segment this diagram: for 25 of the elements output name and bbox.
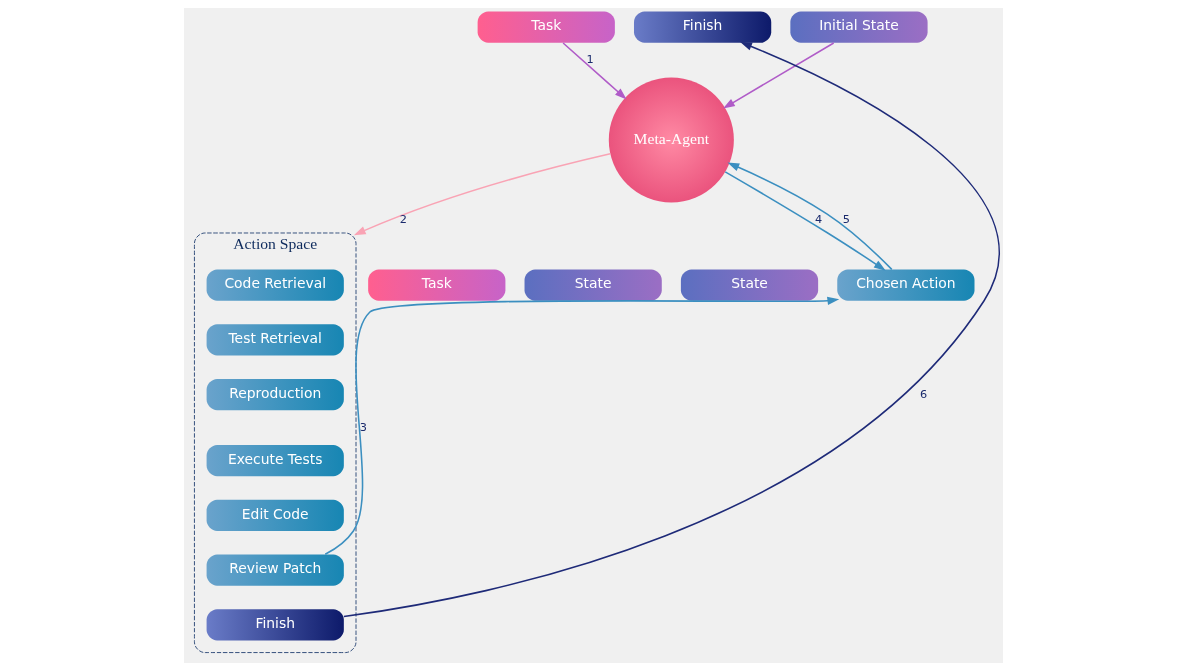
node-box: Task xyxy=(477,11,615,43)
node-box: Edit Code xyxy=(206,499,344,531)
edge-label: 1 xyxy=(586,53,594,67)
arrow xyxy=(324,296,840,555)
arrow xyxy=(343,41,1000,618)
node-box: Initial State xyxy=(790,11,928,43)
node-box: Code Retrieval xyxy=(206,269,344,301)
arrow xyxy=(562,42,627,100)
node-box: Task xyxy=(368,269,506,301)
edge-label: 2 xyxy=(399,212,407,226)
node-box: State xyxy=(680,269,819,301)
edge-label: 5 xyxy=(842,212,850,226)
node-box: Review Patch xyxy=(206,554,344,586)
edge-label: 6 xyxy=(920,387,928,401)
node-box: Execute Tests xyxy=(206,444,344,477)
edge-label: 4 xyxy=(814,212,823,226)
node-box: Finish xyxy=(634,11,772,43)
node-box: State xyxy=(524,269,662,301)
arrow xyxy=(723,42,835,109)
node-box: Chosen Action xyxy=(837,269,975,301)
node-box: Reproduction xyxy=(206,378,344,411)
edge-label: 3 xyxy=(359,420,367,434)
node-box: Test Retrieval xyxy=(206,324,344,356)
node-box: Finish xyxy=(206,609,344,641)
arrow xyxy=(353,153,612,236)
